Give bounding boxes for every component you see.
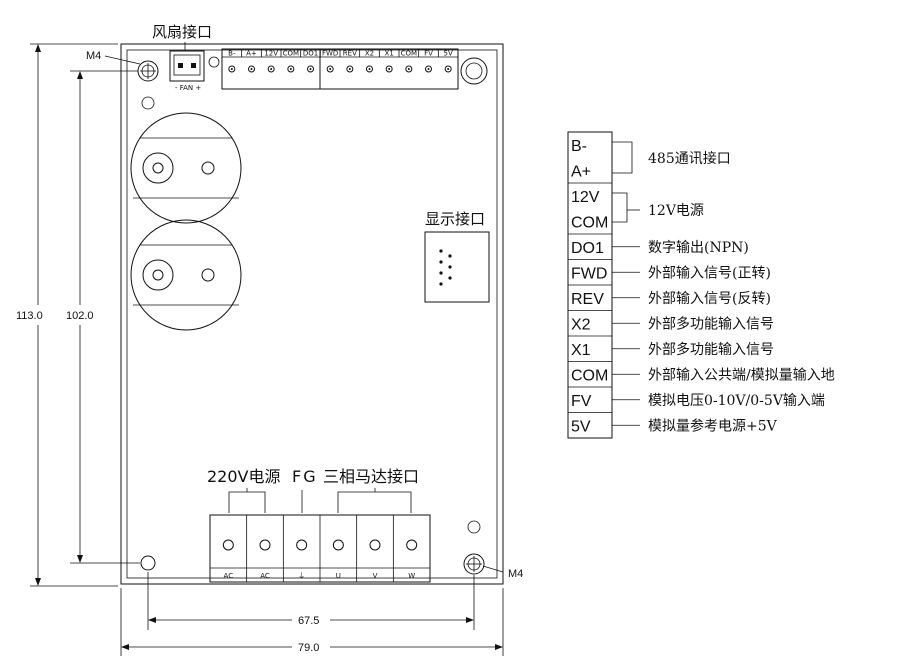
top-terminal-label: COM xyxy=(283,50,299,58)
top-terminal-screw xyxy=(326,65,334,73)
bottom-terminal-label: W xyxy=(408,572,415,580)
bottom-terminal-label: AC xyxy=(260,572,270,580)
top-terminal-screw xyxy=(307,65,314,73)
top-terminal-label: FV xyxy=(424,50,433,58)
bottom-terminal-screw xyxy=(406,539,418,551)
legend-pin-name: DO1 xyxy=(571,240,604,257)
legend-group-12v: 12V电源 xyxy=(648,203,704,219)
fg-label: FG xyxy=(292,467,318,486)
capacitor-1 xyxy=(130,112,242,224)
top-terminal-strip: B- A+ 12V COM DO1 FWD REV X2 X1 COM FV 5V xyxy=(221,48,459,90)
board-inner-outline xyxy=(126,49,498,579)
legend-pin-desc: 外部多功能输入信号 xyxy=(648,341,774,358)
legend-pin-name: COM xyxy=(571,367,608,384)
legend-pin-name: 5V xyxy=(571,418,591,435)
top-terminal-label: 12V xyxy=(264,50,278,58)
capacitor-2 xyxy=(130,219,242,331)
dim-width-outer: 79.0 xyxy=(298,642,319,654)
fan-pins-label: - FAN + xyxy=(175,84,201,92)
bottom-terminal-label: AC xyxy=(224,572,234,580)
legend-pin-desc: 外部输入公共端/模拟量输入地 xyxy=(648,367,835,383)
top-terminal-screw xyxy=(444,65,452,73)
legend-pin-desc: 外部输入信号(反转) xyxy=(648,291,771,307)
top-terminal-screw xyxy=(346,65,354,73)
board-outline xyxy=(120,43,504,585)
bottom-terminal-block: AC AC ⏚ U V W xyxy=(209,514,431,583)
legend-pin-desc: 外部多功能输入信号 xyxy=(648,315,774,332)
mount-label-top: M4 xyxy=(86,50,101,62)
dim-height-inner: 102.0 xyxy=(66,310,94,322)
bottom-terminal-screw xyxy=(296,539,308,551)
bottom-terminal-screw xyxy=(369,539,381,551)
display-port-label: 显示接口 xyxy=(425,210,485,228)
fan-port-label: 风扇接口 xyxy=(152,23,212,41)
bottom-terminal-label: ⏚ xyxy=(298,572,305,580)
display-connector xyxy=(424,231,490,303)
top-terminal-screw xyxy=(248,65,255,73)
mount-label-bottom: M4 xyxy=(508,568,523,580)
top-terminal-label: COM xyxy=(401,50,417,58)
top-terminal-label: X2 xyxy=(365,50,374,58)
top-terminal-screw xyxy=(267,65,275,73)
legend-pin-name: REV xyxy=(571,291,604,308)
top-terminal-screw xyxy=(366,65,373,73)
bottom-terminal-label: V xyxy=(373,572,378,580)
top-terminal-label: REV xyxy=(343,50,357,58)
legend-pin-name: B- xyxy=(571,138,587,155)
legend-pin-name: FWD xyxy=(571,265,607,282)
pin-legend: B- A+ 12V COM DO1 数字输出(NPN) FWD 外部输入信号(正转) REV 外部… xyxy=(567,131,835,439)
legend-pin-name: X1 xyxy=(571,342,591,359)
dim-width-inner: 67.5 xyxy=(298,615,319,627)
fan-connector xyxy=(169,50,205,82)
legend-pin-name: X2 xyxy=(571,316,591,333)
legend-pin-name: 12V xyxy=(571,189,600,206)
top-terminal-label: X1 xyxy=(385,50,394,58)
top-terminal-screw xyxy=(287,65,295,73)
top-terminal-label: FWD xyxy=(322,50,338,58)
mount-hole-top-right xyxy=(460,57,488,85)
legend-pin-name: FV xyxy=(571,393,592,410)
legend-pin-name: A+ xyxy=(571,163,591,180)
top-terminal-screw xyxy=(425,65,432,73)
bottom-terminal-label: U xyxy=(336,572,341,580)
top-terminal-screw xyxy=(228,65,236,73)
top-terminal-label: 5V xyxy=(444,50,453,58)
legend-pin-desc: 模拟电压0-10V/0-5V输入端 xyxy=(648,393,825,409)
bottom-terminal-screw xyxy=(332,539,344,551)
top-terminal-screw xyxy=(405,65,413,73)
top-terminal-screw xyxy=(385,65,393,73)
mount-hole-bottom-right xyxy=(463,553,485,575)
legend-pin-desc: 模拟量参考电源+5V xyxy=(648,417,778,434)
mount-hole-bottom-left xyxy=(140,555,156,571)
legend-pin-desc: 外部输入信号(正转) xyxy=(648,265,771,281)
top-terminal-label: B- xyxy=(228,50,236,58)
legend-group-485: 485通讯接口 xyxy=(648,150,731,167)
power-label: 220V电源 xyxy=(207,467,281,486)
bottom-terminal-screw xyxy=(222,539,234,551)
dim-height-outer: 113.0 xyxy=(16,310,43,322)
display-connector-pins xyxy=(439,249,452,286)
top-terminal-label: DO1 xyxy=(303,50,318,58)
top-terminal-label: A+ xyxy=(246,50,257,58)
legend-pin-desc: 数字输出(NPN) xyxy=(648,240,749,256)
legend-pin-name: COM xyxy=(571,214,608,231)
bottom-terminal-screw xyxy=(259,539,271,551)
motor-label: 三相马达接口 xyxy=(323,467,419,486)
